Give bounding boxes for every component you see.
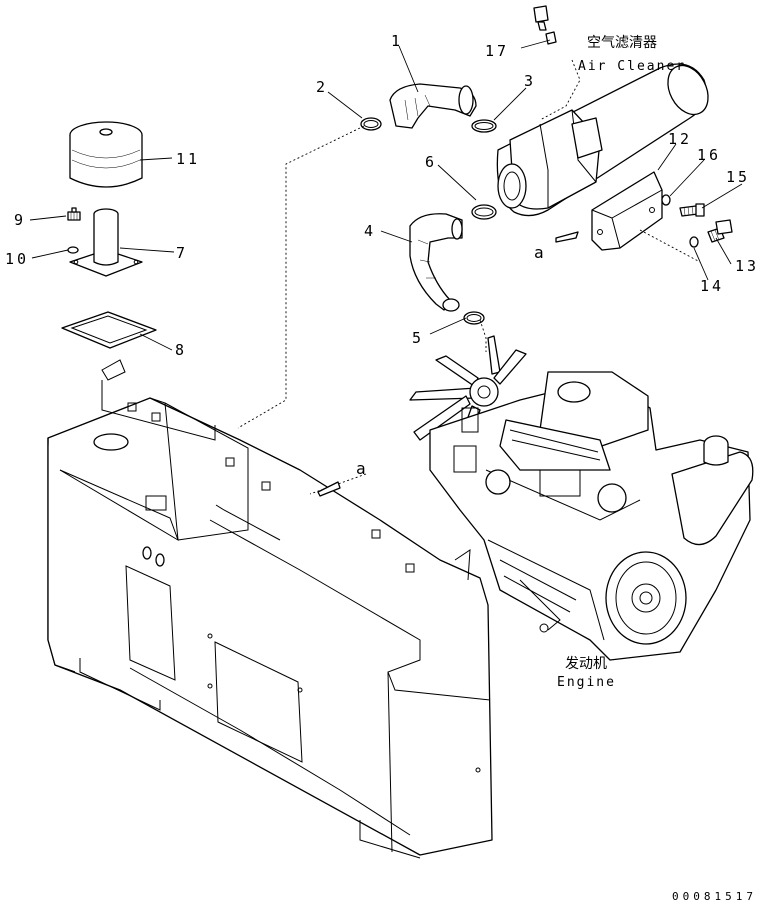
reference-mark-a-lower: a [356,459,366,478]
caption-air-cleaner: 空气滤清器 Air Cleaner [578,35,686,74]
bracket-washer-upper [661,194,671,206]
clamp-upper-right [471,119,497,133]
callout-4: 4 [364,222,376,240]
bracket-bolt-upper [679,203,705,217]
engine-label-cn: 发动机 [565,656,607,672]
ref-arrow-a-upper [555,231,579,243]
bracket-washer-lower [689,236,699,248]
reference-mark-a-upper: a [534,243,544,262]
clamp-lower-bottom [463,311,485,325]
restriction-indicator [533,5,557,45]
callout-11: 11 [176,150,200,168]
callout-10: 10 [5,250,29,268]
drawing-number: 00081517 [672,890,757,903]
clamp-lower-top [471,204,497,220]
callout-13: 13 [735,257,759,275]
callout-15: 15 [726,168,750,186]
clamp-upper-left [360,117,382,131]
washer [67,246,79,254]
caption-engine: 发动机 Engine [557,656,616,690]
air-cleaner-bracket [591,171,663,251]
engine-label-en: Engine [557,675,616,690]
callout-9: 9 [14,211,26,229]
callout-17: 17 [485,42,509,60]
engine-assembly [409,335,754,661]
air-cleaner-label-en: Air Cleaner [578,59,686,74]
callout-1: 1 [391,32,403,50]
callout-7: 7 [176,244,188,262]
callout-6: 6 [425,153,437,171]
callout-3: 3 [524,72,536,90]
air-cleaner-label-cn: 空气滤清器 [587,35,657,51]
leader-lines [29,39,743,351]
intake-pipe [69,208,143,277]
callout-16: 16 [697,146,721,164]
precleaner-cap [69,121,143,188]
callout-2: 2 [316,78,328,96]
callout-12: 12 [668,130,692,148]
part-callouts: 1 2 3 4 5 6 7 8 9 10 11 12 13 14 15 16 1… [5,32,759,359]
bracket-bolt-lower [707,219,733,243]
engine-hood-cover [47,359,493,859]
intake-gasket [61,311,157,349]
lower-hose [409,213,463,312]
callout-8: 8 [175,341,187,359]
upper-hose [389,83,477,129]
air-cleaner-body [496,63,709,217]
callout-14: 14 [700,277,724,295]
ref-arrow-a-lower [317,481,341,497]
callout-5: 5 [412,329,424,347]
bolt [67,207,81,221]
